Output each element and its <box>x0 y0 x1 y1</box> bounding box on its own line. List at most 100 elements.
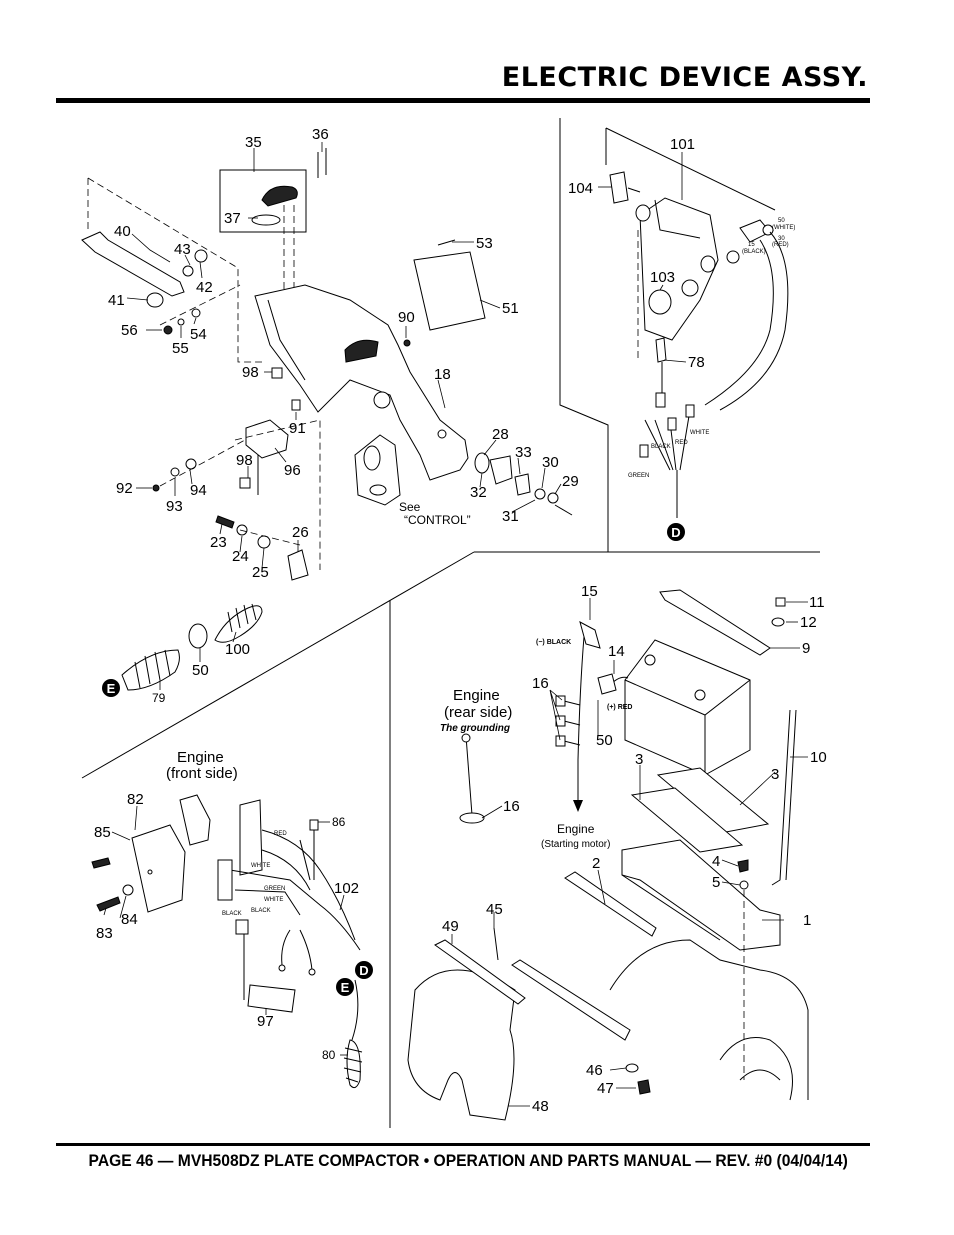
callout-23: 23 <box>210 534 227 551</box>
callout-14: 14 <box>608 643 625 660</box>
callout-9: 9 <box>802 640 810 657</box>
key-switch-assembly <box>605 127 789 518</box>
callout-16-upper: 16 <box>532 675 549 692</box>
callout-103: 103 <box>650 269 675 286</box>
wire-label-black: BLACK <box>651 444 671 450</box>
callout-46: 46 <box>586 1062 603 1079</box>
callout-31: 31 <box>502 508 519 525</box>
callout-30: 30 <box>542 454 559 471</box>
callout-90: 90 <box>398 309 415 326</box>
callout-49: 49 <box>442 918 459 935</box>
callout-40: 40 <box>114 223 131 240</box>
callout-labels: 35 36 37 40 43 42 41 53 51 56 55 54 90 9… <box>94 126 827 1115</box>
callout-26: 26 <box>292 524 309 541</box>
footer-rule <box>56 1143 870 1146</box>
svg-text:D: D <box>671 525 680 540</box>
callout-15: 15 <box>581 583 598 600</box>
connector-markers: D E D E <box>102 523 685 996</box>
callout-104: 104 <box>568 180 593 197</box>
note-engine-front-sub: (front side) <box>166 765 238 782</box>
callout-1: 1 <box>803 912 811 929</box>
callout-94: 94 <box>190 482 207 499</box>
callout-4: 4 <box>712 853 720 870</box>
callout-10: 10 <box>810 749 827 766</box>
marker-d-top: D <box>667 523 685 541</box>
note-engine-front: Engine <box>177 749 224 766</box>
callout-92: 92 <box>116 480 133 497</box>
wire-label-15: 15 <box>748 242 755 248</box>
front-wire-label-black: BLACK <box>222 911 242 917</box>
callout-79: 79 <box>152 691 166 705</box>
callout-43: 43 <box>174 241 191 258</box>
callout-36: 36 <box>312 126 329 143</box>
front-wire-label-white-2: WHITE <box>264 897 283 903</box>
callout-28: 28 <box>492 426 509 443</box>
callout-35: 35 <box>245 134 262 151</box>
label-negative-black: (−) BLACK <box>536 639 571 646</box>
callout-83: 83 <box>96 925 113 942</box>
callout-3-right: 3 <box>771 766 779 783</box>
callout-93: 93 <box>166 498 183 515</box>
note-grounding: The grounding <box>440 723 510 734</box>
callout-98-mid: 98 <box>236 452 253 469</box>
callout-47: 47 <box>597 1080 614 1097</box>
callout-48: 48 <box>532 1098 549 1115</box>
note-engine-rear: Engine <box>453 687 500 704</box>
wire-label-50: 50 <box>778 218 785 224</box>
wire-label-red: RED <box>675 440 688 446</box>
note-see: See <box>399 500 421 514</box>
callout-102: 102 <box>334 880 359 897</box>
callout-54: 54 <box>190 326 207 343</box>
note-engine-starting-sub: (Starting motor) <box>541 839 610 850</box>
callout-55: 55 <box>172 340 189 357</box>
callout-42: 42 <box>196 279 213 296</box>
callout-50-right: 50 <box>596 732 613 749</box>
svg-text:E: E <box>107 681 116 696</box>
note-control: “CONTROL” <box>404 513 471 527</box>
front-wiring-assembly <box>91 794 363 1089</box>
svg-text:D: D <box>359 963 368 978</box>
wire-label-green: GREEN <box>628 473 649 479</box>
callout-12: 12 <box>800 614 817 631</box>
control-bracket-assembly <box>81 148 573 691</box>
callout-25: 25 <box>252 564 269 581</box>
callout-45: 45 <box>486 901 503 918</box>
callout-82: 82 <box>127 791 144 808</box>
callout-84: 84 <box>121 911 138 928</box>
callout-100: 100 <box>225 641 250 658</box>
section-dividers <box>81 118 820 1128</box>
callout-85: 85 <box>94 824 111 841</box>
front-wire-label-red: RED <box>274 831 287 837</box>
callout-24: 24 <box>232 548 249 565</box>
page-title: ELECTRIC DEVICE ASSY. <box>501 62 868 93</box>
callout-18: 18 <box>434 366 451 383</box>
marker-e-bottom: E <box>336 978 354 996</box>
wire-labels: 50 (WHITE) 15 (BLACK) 30 (RED) BLACK RED… <box>222 218 795 917</box>
callout-41: 41 <box>108 292 125 309</box>
callout-98-top: 98 <box>242 364 259 381</box>
note-engine-rear-sub: (rear side) <box>444 704 512 721</box>
callout-80: 80 <box>322 1048 336 1062</box>
callout-86: 86 <box>332 815 346 829</box>
marker-d-bottom: D <box>355 961 373 979</box>
svg-text:E: E <box>341 980 350 995</box>
callout-50-left: 50 <box>192 662 209 679</box>
callout-29: 29 <box>562 473 579 490</box>
callout-32: 32 <box>470 484 487 501</box>
callout-16-lower: 16 <box>503 798 520 815</box>
wire-label-50-white: (WHITE) <box>772 225 795 231</box>
callout-5: 5 <box>712 874 720 891</box>
wire-label-white: WHITE <box>690 430 709 436</box>
callout-3-left: 3 <box>635 751 643 768</box>
header-rule <box>56 98 870 103</box>
callout-97: 97 <box>257 1013 274 1030</box>
note-engine-starting: Engine <box>557 822 595 836</box>
front-wire-label-green: GREEN <box>264 886 285 892</box>
callout-53: 53 <box>476 235 493 252</box>
diagram-notes: See “CONTROL” Engine (rear side) The gro… <box>166 500 632 850</box>
wire-label-15-black: (BLACK) <box>742 249 766 255</box>
front-wire-label-white: WHITE <box>251 863 270 869</box>
callout-96: 96 <box>284 462 301 479</box>
